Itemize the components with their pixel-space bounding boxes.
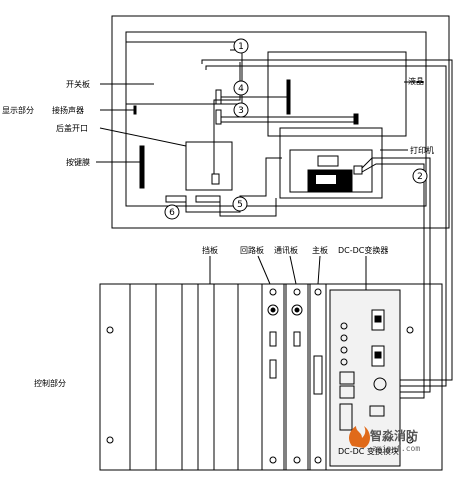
lcd-box	[267, 51, 407, 137]
printer-head	[317, 155, 339, 167]
marker-4-circle	[233, 80, 249, 96]
connector-4	[215, 89, 222, 105]
marker-5: 5	[237, 200, 243, 210]
printer-roll-highlight	[316, 175, 336, 184]
display-inner-frame	[125, 31, 427, 207]
label-speaker: 接扬声器	[52, 105, 84, 115]
display-part	[111, 15, 450, 229]
watermark-flame-icon	[349, 426, 370, 448]
comm-board	[285, 283, 309, 471]
lcd-connector	[353, 113, 359, 125]
marker-4: 4	[238, 84, 244, 94]
main-board	[309, 283, 327, 471]
lcd-bar	[286, 79, 291, 115]
display-outer-frame	[111, 15, 450, 229]
marker-5-circle	[232, 196, 248, 212]
label-lcd: 液晶	[408, 76, 424, 86]
switch-board-box	[125, 41, 243, 105]
label-printer: 打印机	[410, 145, 434, 155]
loop-board	[261, 283, 285, 471]
label-blank-panel: 挡板	[202, 245, 218, 255]
marker-2-circle	[412, 168, 428, 184]
label-cover-opening: 后盖开口	[56, 123, 88, 133]
connector-5	[195, 195, 221, 203]
marker-1: 1	[238, 42, 244, 52]
small-connector	[211, 173, 220, 185]
label-display-part: 显示部分	[2, 105, 34, 115]
cover-opening-box	[185, 141, 233, 191]
speaker-mark	[133, 105, 137, 115]
label-dcdc-bottom: DC-DC 变换模块	[338, 446, 399, 456]
connector-6	[165, 195, 187, 203]
label-main-board: 主板	[312, 245, 328, 255]
marker-group: 1 2 3 4 5 6	[164, 38, 428, 220]
label-dcdc: DC-DC变换器	[338, 245, 388, 255]
marker-3: 3	[238, 106, 244, 116]
leader-cover	[99, 127, 187, 147]
key-film-strip	[139, 145, 145, 189]
watermark: 智淼消防 zmjaxf.com	[349, 426, 420, 453]
label-comm-board: 通讯板	[274, 245, 298, 255]
label-switch-board: 开关板	[66, 79, 90, 89]
marker-1-circle	[233, 38, 249, 54]
watermark-url: zmjaxf.com	[372, 444, 420, 453]
label-key-film: 按键膜	[66, 157, 90, 167]
marker-6: 6	[169, 208, 175, 218]
connector-3	[215, 109, 222, 125]
control-part	[99, 283, 443, 471]
cable-bundle	[201, 59, 453, 399]
label-control-part: 控制部分	[34, 378, 66, 388]
marker-3-circle	[233, 102, 249, 118]
label-loop-board: 回路板	[240, 245, 264, 255]
watermark-name: 智淼消防	[369, 428, 418, 443]
printer-jack	[353, 165, 363, 175]
marker-6-circle	[164, 204, 180, 220]
printer-housing	[279, 127, 383, 199]
marker-2: 2	[417, 172, 423, 182]
